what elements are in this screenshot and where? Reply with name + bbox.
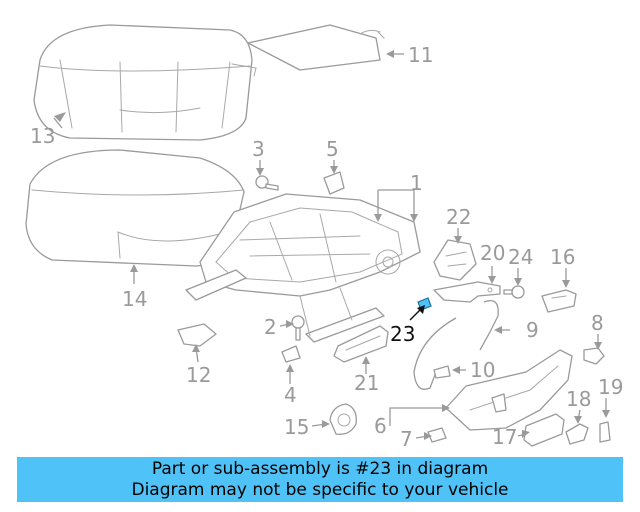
part-20-bracket xyxy=(433,281,501,303)
leader-lines xyxy=(53,50,610,440)
callout-14: 14 xyxy=(122,287,147,311)
callout-6: 6 xyxy=(374,414,387,438)
callout-21: 21 xyxy=(354,371,379,395)
part-11-heater-mat xyxy=(247,24,385,71)
part-5-clip xyxy=(323,171,345,195)
callout-18: 18 xyxy=(566,387,591,411)
part-18-cap xyxy=(565,423,589,445)
part-22-motor xyxy=(433,239,477,281)
parts-diagram: 1 2 3 4 5 6 7 8 9 10 11 12 13 14 15 16 1… xyxy=(25,24,623,451)
part-14-cushion-pad xyxy=(25,149,245,267)
callout-19: 19 xyxy=(598,375,623,399)
part-17-trim xyxy=(523,413,565,447)
callout-11: 11 xyxy=(408,43,433,67)
callout-1: 1 xyxy=(410,171,423,195)
banner-line-part-number: Part or sub-assembly is #23 in diagram xyxy=(151,458,489,479)
part-21-pad xyxy=(333,325,389,363)
part-12-bracket xyxy=(177,323,217,347)
callout-4: 4 xyxy=(284,383,297,407)
info-banner: Part or sub-assembly is #23 in diagram D… xyxy=(17,457,623,502)
callout-10: 10 xyxy=(470,358,495,382)
part-4-clip xyxy=(281,345,301,363)
callout-17: 17 xyxy=(492,425,517,449)
callout-16: 16 xyxy=(550,245,575,269)
part-24-nut xyxy=(503,285,525,299)
callout-15: 15 xyxy=(284,415,309,439)
callout-8: 8 xyxy=(591,311,604,335)
callout-7: 7 xyxy=(400,427,413,451)
part-16-switch xyxy=(541,289,577,313)
part-13-cushion-cover xyxy=(33,24,257,141)
callout-20: 20 xyxy=(480,241,505,265)
part-19-pin xyxy=(599,421,611,443)
part-8-knob xyxy=(583,347,605,365)
callout-2: 2 xyxy=(264,315,277,339)
part-3-bolt xyxy=(255,175,279,191)
part-10-bolt xyxy=(433,365,451,379)
part-9-cable xyxy=(413,299,499,390)
part-1-seat-frame xyxy=(185,193,421,343)
part-6-side-shield xyxy=(445,349,573,431)
callout-23: 23 xyxy=(390,322,415,346)
part-15-actuator xyxy=(329,403,357,435)
banner-line-disclaimer: Diagram may not be specific to your vehi… xyxy=(131,479,509,500)
callout-9: 9 xyxy=(526,318,539,342)
callout-12: 12 xyxy=(186,363,211,387)
callout-labels: 1 2 3 4 5 6 7 8 9 10 11 12 13 14 15 16 1… xyxy=(30,43,623,451)
part-2-bolt xyxy=(291,315,305,341)
callout-5: 5 xyxy=(326,137,339,161)
callout-22: 22 xyxy=(446,205,471,229)
callout-13: 13 xyxy=(30,124,55,148)
callout-24: 24 xyxy=(508,245,533,269)
callout-3: 3 xyxy=(252,137,265,161)
part-7-clip xyxy=(427,427,447,443)
